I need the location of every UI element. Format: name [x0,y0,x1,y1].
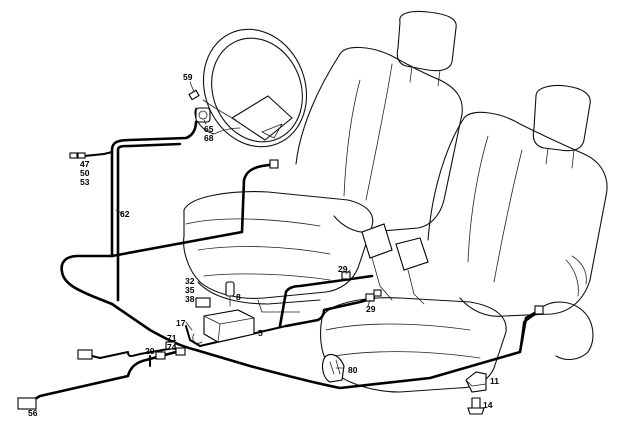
label-50: 50 [80,168,90,178]
label-74: 74 [167,342,177,352]
label-8: 8 [236,292,241,302]
label-80: 80 [348,365,358,375]
connector-32 [195,297,211,308]
bolt-14 [467,397,485,415]
connectors [17,152,544,410]
connector-loose [77,349,93,360]
leader-lines [115,81,371,369]
connector-56 [17,397,37,410]
label-53: 53 [80,177,90,187]
label-32: 32 [185,276,195,286]
label-29-lower: 29 [366,304,376,314]
label-14: 14 [483,400,493,410]
airbag-unit-connector [188,89,211,123]
label-29-upper: 29 [338,264,348,274]
airbag-control-unit [192,281,255,344]
label-68: 68 [204,133,214,143]
label-38: 38 [185,294,195,304]
label-47: 47 [80,159,90,169]
wiring-harness [28,120,542,404]
bracket-80 [321,353,345,383]
label-17: 17 [176,318,186,328]
label-62: 62 [120,209,130,219]
label-5: 5 [258,328,263,338]
label-71: 71 [167,333,177,343]
screw-8 [225,281,235,297]
front-seat [183,10,463,313]
connector-29-upper [341,271,351,280]
label-11: 11 [490,376,499,386]
connector-71 [165,341,176,350]
part-number-labels: 59 65 68 47 50 53 62 32 35 38 8 17 5 71 … [28,72,499,418]
connector-74 [175,347,186,356]
passenger-seat [319,84,608,393]
clip-11 [465,371,487,393]
label-65: 65 [204,124,214,134]
connector-rear [534,305,544,315]
steering-wheel [194,28,308,148]
label-56: 56 [28,408,38,418]
connector-50 [77,152,86,159]
belt-buckles [361,223,429,305]
label-35: 35 [185,285,195,295]
label-20: 20 [145,346,155,356]
connector-47 [69,152,78,159]
connector-20 [155,351,166,360]
connector-top [269,159,279,169]
label-59: 59 [183,72,193,82]
